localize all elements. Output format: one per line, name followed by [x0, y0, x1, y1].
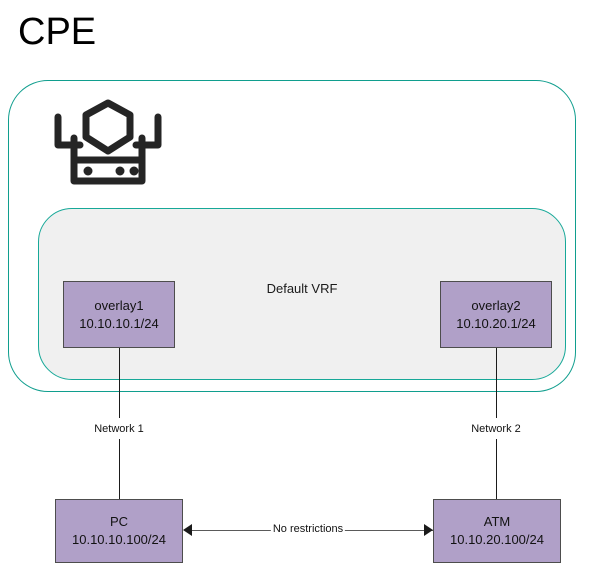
cpe-boundary [8, 80, 576, 392]
interface-node-overlay1[interactable]: overlay1 10.10.10.1/24 [63, 281, 175, 348]
link-network1-upper [119, 348, 120, 418]
link-label-network2: Network 2 [468, 422, 524, 436]
link-network2-upper [496, 348, 497, 418]
page-title: CPE [18, 11, 97, 53]
device-name: ATM [483, 514, 511, 529]
device-node-pc[interactable]: PC 10.10.10.100/24 [55, 499, 183, 563]
vrf-label: Default VRF [266, 281, 338, 296]
interface-name: overlay1 [94, 297, 144, 313]
interface-name: overlay2 [471, 297, 521, 313]
interface-node-overlay2[interactable]: overlay2 10.10.20.1/24 [440, 281, 552, 348]
link-network2-lower [496, 439, 497, 499]
arrow-right-icon [424, 524, 433, 536]
link-network1-lower [119, 439, 120, 499]
device-address: 10.10.20.100/24 [450, 532, 544, 547]
arrow-left-icon [183, 524, 192, 536]
router-firewall-icon [48, 95, 168, 190]
device-node-atm[interactable]: ATM 10.10.20.100/24 [433, 499, 561, 563]
interface-address: 10.10.10.1/24 [79, 315, 159, 331]
device-name: PC [109, 514, 129, 529]
device-address: 10.10.10.100/24 [72, 532, 166, 547]
link-label-network1: Network 1 [91, 422, 147, 436]
interface-address: 10.10.20.1/24 [456, 315, 536, 331]
link-label-no-restrictions: No restrictions [270, 523, 346, 535]
